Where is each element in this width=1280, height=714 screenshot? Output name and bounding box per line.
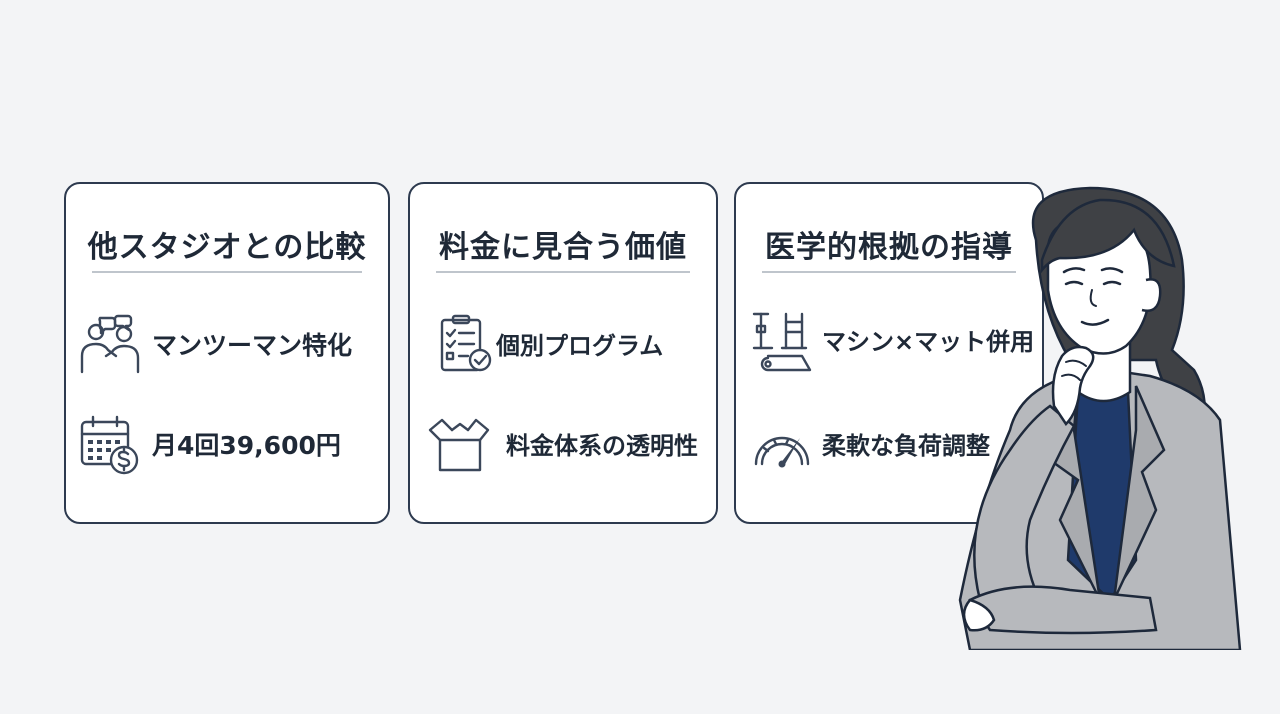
list-item: マシン×マット併用 xyxy=(736,308,1042,378)
divider xyxy=(436,271,690,273)
item-label: 月4回39,600円 xyxy=(152,431,341,460)
list-item: 月4回39,600円 xyxy=(66,412,388,482)
open-box-icon xyxy=(428,418,490,472)
item-label: 柔軟な負荷調整 xyxy=(822,432,990,460)
item-label: 料金体系の透明性 xyxy=(506,432,698,460)
list-item: マンツーマン特化 xyxy=(66,312,388,382)
card-medical-guidance: 医学的根拠の指導 マシン×マット併用 柔軟な負荷調整 xyxy=(734,182,1044,524)
item-label: マンツーマン特化 xyxy=(152,331,353,360)
item-label: 個別プログラム xyxy=(496,332,664,360)
card-title: 料金に見合う価値 xyxy=(439,230,687,265)
list-item: 料金体系の透明性 xyxy=(410,412,716,482)
thinking-woman-illustration xyxy=(958,186,1242,650)
item-label: マシン×マット併用 xyxy=(822,328,1035,356)
card-title: 他スタジオとの比較 xyxy=(87,230,367,265)
divider xyxy=(92,271,362,273)
gauge-icon xyxy=(754,436,810,468)
card-comparison: 他スタジオとの比較 マンツーマン特化 月4回39,600円 xyxy=(64,182,390,524)
calendar-money-icon xyxy=(80,415,139,475)
list-item: 個別プログラム xyxy=(410,312,716,382)
people-talking-icon xyxy=(80,314,140,374)
card-value: 料金に見合う価値 個別プログラム 料金体系の透明性 xyxy=(408,182,718,524)
list-item: 柔軟な負荷調整 xyxy=(736,412,1042,482)
card-title: 医学的根拠の指導 xyxy=(765,230,1013,265)
machine-mat-icon xyxy=(752,312,812,372)
checklist-icon xyxy=(440,314,492,372)
divider xyxy=(762,271,1016,273)
